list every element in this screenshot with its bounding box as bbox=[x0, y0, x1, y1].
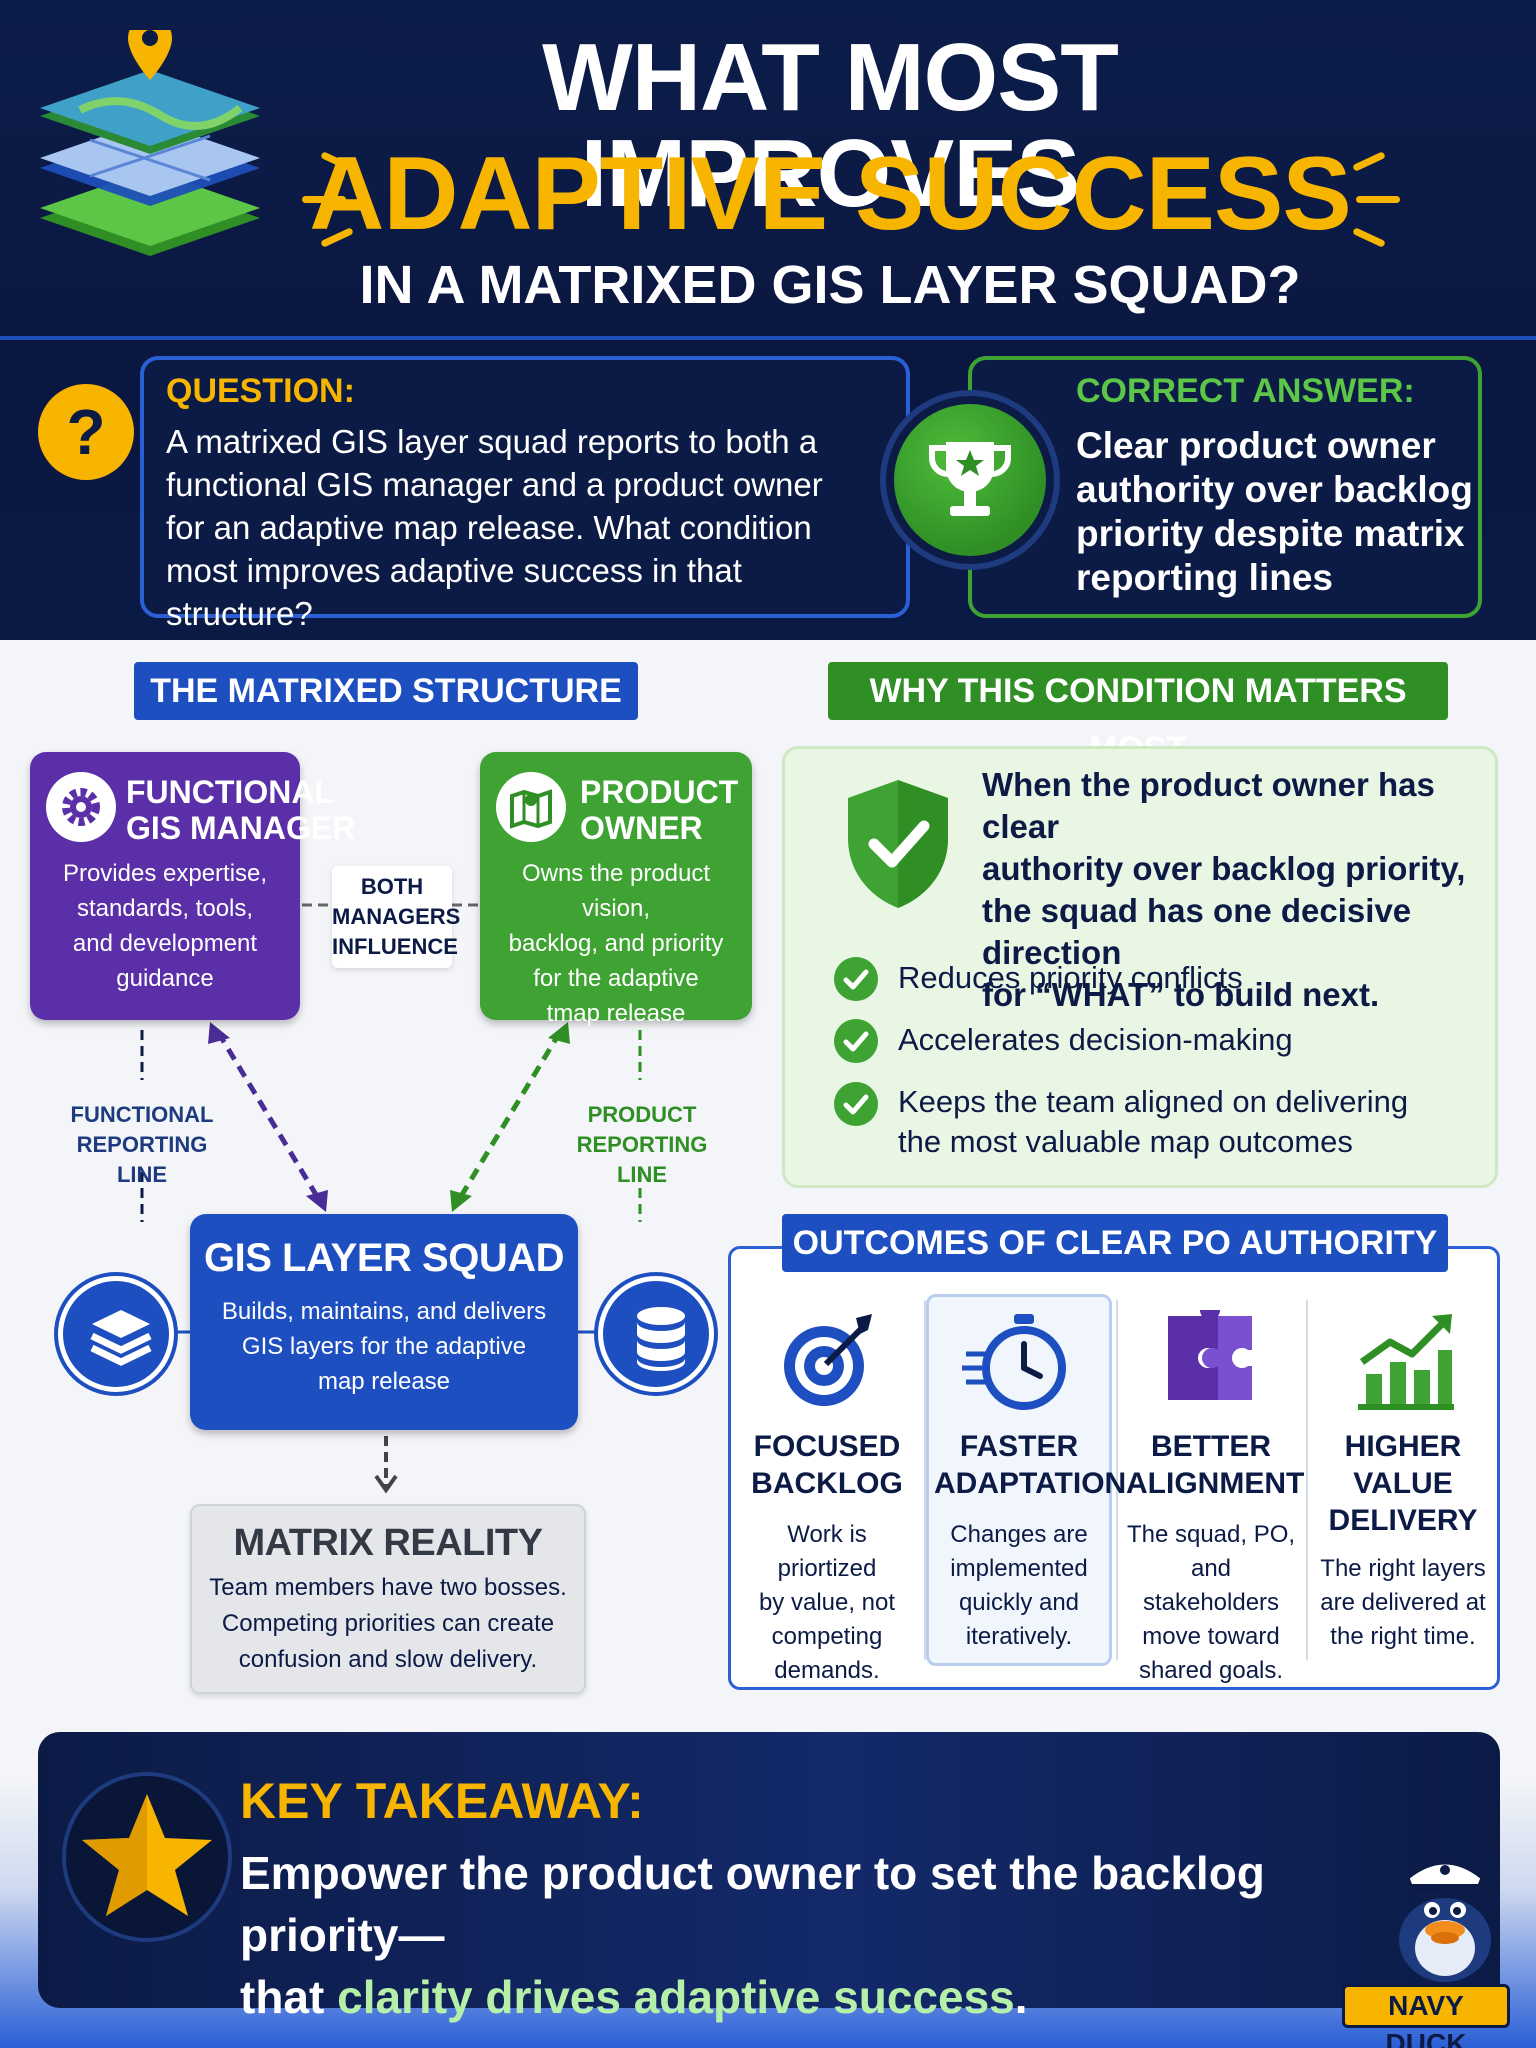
takeaway-panel bbox=[38, 1732, 1500, 2008]
checkmark-glyph bbox=[843, 1031, 869, 1052]
outcome-1-title: FOCUSED BACKLOG bbox=[751, 1430, 903, 1500]
diagram-connectors bbox=[140, 903, 642, 1494]
why-bullet-3: Keeps the team aligned on delivering the… bbox=[898, 1084, 1409, 1159]
why-lead-text: When the product owner has clear authori… bbox=[982, 766, 1466, 1013]
functional-reporting-line-label: FUNCTIONAL REPORTING LINE bbox=[70, 1102, 214, 1187]
title-line-2: ADAPTIVE SUCCESS bbox=[309, 136, 1352, 252]
question-mark-icon: ? bbox=[38, 384, 134, 480]
product-reporting-line-label: PRODUCT REPORTING LINE bbox=[576, 1102, 708, 1187]
answer-label: CORRECT ANSWER: bbox=[1076, 372, 1415, 410]
functional-manager-title: FUNCTIONAL GIS MANAGER bbox=[126, 774, 356, 846]
outcome-3-title: BETTER ALIGNMENT bbox=[1126, 1430, 1305, 1500]
matrix-reality-title: MATRIX REALITY bbox=[233, 1522, 543, 1564]
check-icon bbox=[834, 957, 878, 1001]
outcome-2-text: Changes are implemented quickly and iter… bbox=[950, 1521, 1088, 1650]
outcome-divider bbox=[1306, 1300, 1308, 1660]
map-icon bbox=[510, 789, 552, 829]
outcome-1-text: Work is priortized by value, not competi… bbox=[758, 1521, 896, 1684]
puzzle-icon bbox=[1168, 1310, 1252, 1400]
outcome-divider bbox=[1116, 1300, 1118, 1660]
trophy-icon bbox=[929, 442, 1011, 516]
layers-icon bbox=[90, 1310, 152, 1366]
shield-check-icon bbox=[848, 780, 948, 908]
check-icon bbox=[834, 1019, 878, 1063]
gis-layer-squad-text: Builds, maintains, and delivers GIS laye… bbox=[221, 1298, 547, 1395]
matrix-reality-text: Team members have two bosses. Competing … bbox=[209, 1574, 567, 1673]
database-icon bbox=[637, 1307, 685, 1371]
sparkle-icon bbox=[1356, 196, 1400, 203]
functional-manager-text: Provides expertise, standards, tools, an… bbox=[62, 860, 268, 992]
sparkle-icon bbox=[302, 196, 346, 203]
takeaway-label: KEY TAKEAWAY: bbox=[240, 1773, 644, 1829]
outcome-3-text: The squad, PO, and stakeholders move tow… bbox=[1126, 1521, 1296, 1684]
takeaway-text: Empower the product owner to set the bac… bbox=[240, 1847, 1265, 2023]
checkmark-glyph bbox=[843, 969, 869, 990]
gear-icon bbox=[62, 788, 100, 826]
target-icon bbox=[784, 1314, 872, 1406]
star-icon bbox=[82, 1794, 212, 1916]
outcome-4-title: HIGHER VALUE DELIVERY bbox=[1328, 1430, 1478, 1537]
title-line-1: WHAT MOST IMPROVES bbox=[542, 24, 1119, 227]
section-header-outcomes: OUTCOMES OF CLEAR PO AUTHORITY bbox=[782, 1214, 1448, 1272]
outcome-2-title: FASTER ADAPTATION bbox=[934, 1430, 1127, 1500]
gis-layer-squad-card bbox=[190, 1214, 578, 1430]
answer-text: Clear product owner authority over backl… bbox=[1076, 425, 1473, 598]
why-bullet-2: Accelerates decision-making bbox=[898, 1022, 1293, 1057]
brand-badge: NAVY DUCK bbox=[1342, 1984, 1510, 2048]
title-line-3: IN A MATRIXED GIS LAYER SQUAD? bbox=[359, 255, 1301, 315]
product-owner-title: PRODUCT OWNER bbox=[580, 774, 739, 846]
outcome-4-text: The right layers are delivered at the ri… bbox=[1320, 1555, 1486, 1650]
map-icon-badge bbox=[496, 772, 566, 842]
section-header-why: WHY THIS CONDITION MATTERS MOST bbox=[828, 662, 1448, 768]
stopwatch-icon bbox=[962, 1314, 1066, 1410]
product-owner-text: Owns the product vision, backlog, and pr… bbox=[508, 860, 724, 1027]
growth-chart-icon bbox=[1358, 1314, 1454, 1410]
matrix-reality-card bbox=[190, 1504, 586, 1694]
question-label: QUESTION: bbox=[166, 372, 355, 410]
gis-layer-squad-title: GIS LAYER SQUAD bbox=[204, 1236, 564, 1280]
header-divider bbox=[0, 336, 1536, 340]
duck-mascot-icon bbox=[1399, 1861, 1491, 1982]
question-text: A matrixed GIS layer squad reports to bo… bbox=[166, 423, 823, 632]
section-header-structure: THE MATRIXED STRUCTURE bbox=[134, 662, 638, 720]
why-bullet-1: Reduces priority conflicts bbox=[898, 960, 1243, 995]
outcome-highlight bbox=[926, 1294, 1112, 1666]
outcome-divider bbox=[924, 1300, 926, 1660]
both-managers-label: BOTH MANAGERS INFLUENCE bbox=[332, 866, 460, 968]
checkmark-glyph bbox=[843, 1094, 869, 1115]
map-layers-icon bbox=[40, 30, 260, 256]
check-icon bbox=[834, 1082, 878, 1126]
